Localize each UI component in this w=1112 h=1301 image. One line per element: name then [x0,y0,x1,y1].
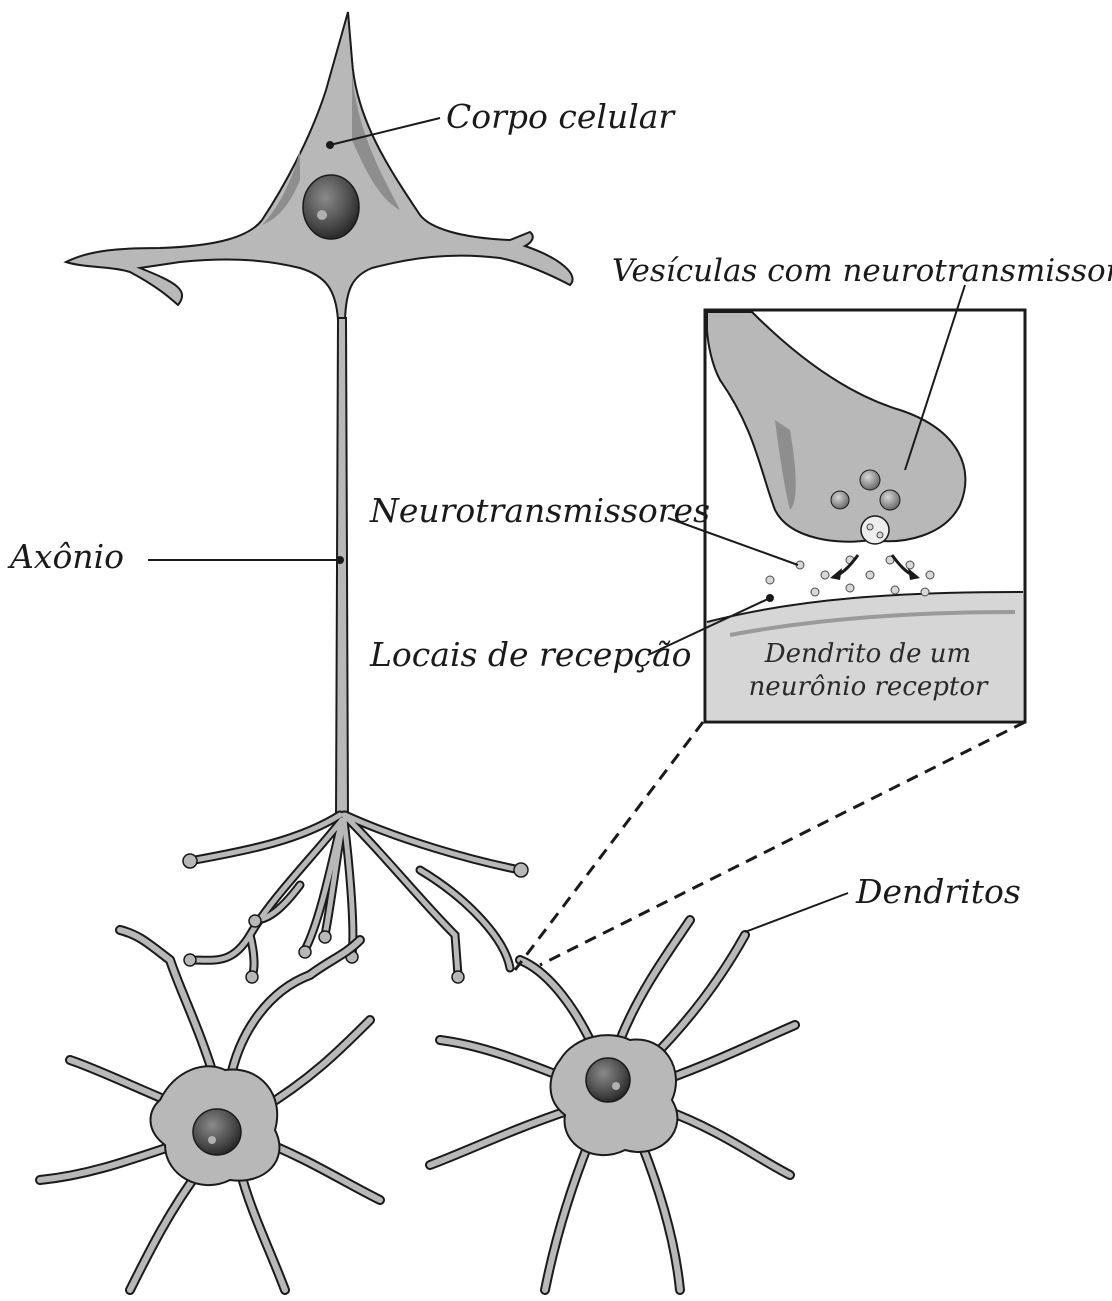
receptor-neuron-right [430,920,795,1290]
zoom-lines [515,722,1025,970]
label-cell-body: Corpo celular [446,100,674,133]
axon-shaft [336,318,348,820]
label-vesicles: Vesículas com neurotransmissores [612,256,1112,287]
receptor-neuron-left [40,930,380,1290]
main-nucleolus [317,210,327,220]
cell-body-shape [66,12,573,320]
label-receptor-dendrite-line2: neurônio receptor [728,671,1008,704]
label-dendrites: Dendritos [856,875,1021,908]
leader-dendrites [745,893,848,932]
label-neurotransmitters: Neurotransmissores [370,494,710,527]
left-nucleus [193,1109,241,1155]
label-reception-sites: Locais de recepção [370,638,692,671]
right-nucleus [586,1058,630,1102]
main-nucleus [303,175,359,239]
label-receptor-dendrite-line1: Dendrito de um [728,638,1008,671]
label-receptor-dendrite: Dendrito de um neurônio receptor [728,638,1008,703]
label-axon: Axônio [10,540,124,573]
